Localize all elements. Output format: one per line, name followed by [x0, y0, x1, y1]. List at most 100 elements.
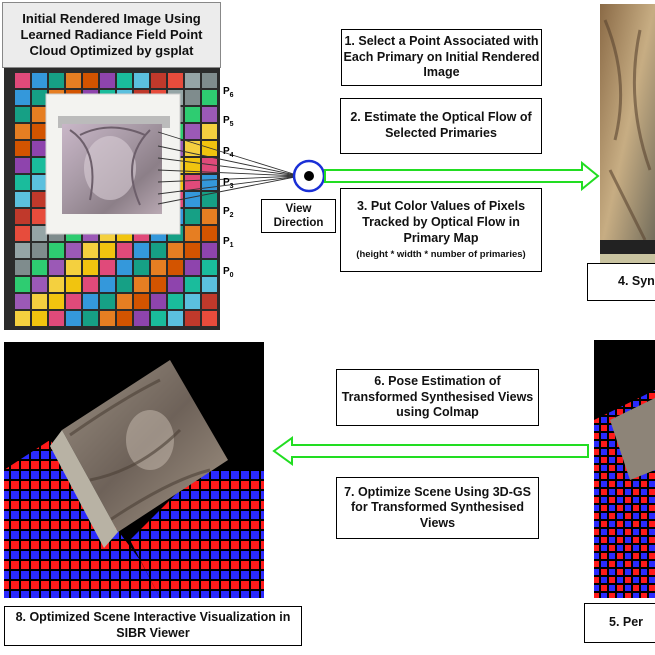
color-chart-patch — [202, 141, 217, 156]
color-chart-patch — [49, 73, 64, 88]
color-chart-patch — [185, 226, 200, 241]
color-chart-patch — [185, 277, 200, 292]
color-chart-patch — [66, 243, 81, 258]
color-chart-patch — [202, 243, 217, 258]
step-7-text: 7. Optimize Scene Using 3D-GS for Transf… — [344, 484, 531, 530]
color-chart-patch — [185, 192, 200, 207]
color-chart-patch — [202, 158, 217, 173]
primary-p6-text: P6 — [223, 86, 234, 99]
color-chart-patch — [134, 294, 149, 309]
color-chart-patch — [66, 73, 81, 88]
primary-p5-text: P5 — [223, 115, 234, 128]
color-chart-patch — [185, 209, 200, 224]
initial-render-title-text: Initial Rendered Image Using Learned Rad… — [20, 10, 203, 59]
step-6-box: 6. Pose Estimation of Transformed Synthe… — [336, 369, 539, 426]
color-chart-patch — [15, 90, 30, 105]
primary-p4-text: P4 — [223, 146, 234, 159]
color-chart-patch — [202, 209, 217, 224]
color-chart-patch — [185, 90, 200, 105]
color-chart-patch — [15, 175, 30, 190]
color-chart-patch — [185, 141, 200, 156]
color-chart-patch — [202, 175, 217, 190]
color-chart-patch — [185, 243, 200, 258]
primary-p1-text: P1 — [223, 236, 234, 249]
color-chart-patch — [202, 124, 217, 139]
color-chart-patch — [32, 243, 47, 258]
color-chart-patch — [134, 277, 149, 292]
step-7-box: 7. Optimize Scene Using 3D-GS for Transf… — [336, 477, 539, 539]
perturbed-view-image — [594, 340, 655, 598]
color-chart-patch — [185, 175, 200, 190]
color-chart-patch — [185, 124, 200, 139]
color-chart-patch — [15, 209, 30, 224]
color-chart-patch — [32, 277, 47, 292]
color-chart-patch — [134, 73, 149, 88]
color-chart-patch — [49, 260, 64, 275]
optimized-scene-image — [4, 342, 264, 598]
color-chart-patch — [15, 311, 30, 326]
color-chart-patch — [100, 294, 115, 309]
color-chart-patch — [168, 311, 183, 326]
color-chart-patch — [66, 294, 81, 309]
color-chart-patch — [168, 260, 183, 275]
color-chart-patch — [66, 277, 81, 292]
view-direction-icon — [292, 159, 326, 193]
color-chart-patch — [32, 311, 47, 326]
color-chart-patch — [15, 260, 30, 275]
color-chart-patch — [185, 107, 200, 122]
step-5-box: 5. Per — [584, 603, 655, 643]
color-chart-patch — [151, 311, 166, 326]
color-chart-patch — [15, 124, 30, 139]
step-4-box: 4. Syn — [587, 263, 655, 301]
color-chart-patch — [202, 260, 217, 275]
step-3-text: 3. Put Color Values of Pixels Tracked by… — [356, 199, 526, 245]
primary-p2-text: P2 — [223, 206, 234, 219]
color-chart-patch — [202, 90, 217, 105]
color-chart-patch — [32, 124, 47, 139]
color-chart-patch — [202, 311, 217, 326]
color-chart-patch — [168, 73, 183, 88]
color-chart-patch — [185, 73, 200, 88]
color-chart-patch — [32, 192, 47, 207]
color-chart-patch — [15, 141, 30, 156]
primary-p0-text: P0 — [223, 266, 234, 279]
color-chart-patch — [202, 226, 217, 241]
color-chart-patch — [185, 294, 200, 309]
color-chart-patch — [134, 311, 149, 326]
color-chart-patch — [83, 73, 98, 88]
color-chart-patch — [83, 277, 98, 292]
primary-label-p5: P5 — [223, 115, 234, 128]
primary-label-p6: P6 — [223, 86, 234, 99]
color-chart-patch — [15, 226, 30, 241]
forward-arrow — [324, 160, 600, 192]
primary-label-p3: P3 — [223, 177, 234, 190]
step-3-subtext: (height * width * number of primaries) — [356, 249, 526, 261]
color-chart-patch — [66, 260, 81, 275]
color-chart-patch — [168, 243, 183, 258]
color-chart-patch — [185, 311, 200, 326]
primary-label-p2: P2 — [223, 206, 234, 219]
color-chart-patch — [32, 158, 47, 173]
color-chart-patch — [49, 243, 64, 258]
color-chart-patch — [32, 107, 47, 122]
color-chart-patch — [49, 311, 64, 326]
color-chart-patch — [117, 294, 132, 309]
color-chart-patch — [134, 243, 149, 258]
color-chart-patch — [83, 294, 98, 309]
color-chart-patch — [202, 294, 217, 309]
color-chart-patch — [32, 226, 47, 241]
color-chart-patch — [202, 73, 217, 88]
color-chart-patch — [32, 90, 47, 105]
step-3-box: 3. Put Color Values of Pixels Tracked by… — [340, 188, 542, 272]
color-chart-patch — [117, 277, 132, 292]
color-chart-patch — [168, 294, 183, 309]
step-1-text: 1. Select a Point Associated with Each P… — [343, 34, 540, 80]
color-chart-patch — [100, 73, 115, 88]
color-chart-patch — [100, 311, 115, 326]
color-chart-patch — [15, 277, 30, 292]
initial-render-title: Initial Rendered Image Using Learned Rad… — [2, 2, 221, 68]
color-chart-patch — [32, 73, 47, 88]
primary-label-p1: P1 — [223, 236, 234, 249]
initial-rendered-image — [4, 68, 220, 330]
